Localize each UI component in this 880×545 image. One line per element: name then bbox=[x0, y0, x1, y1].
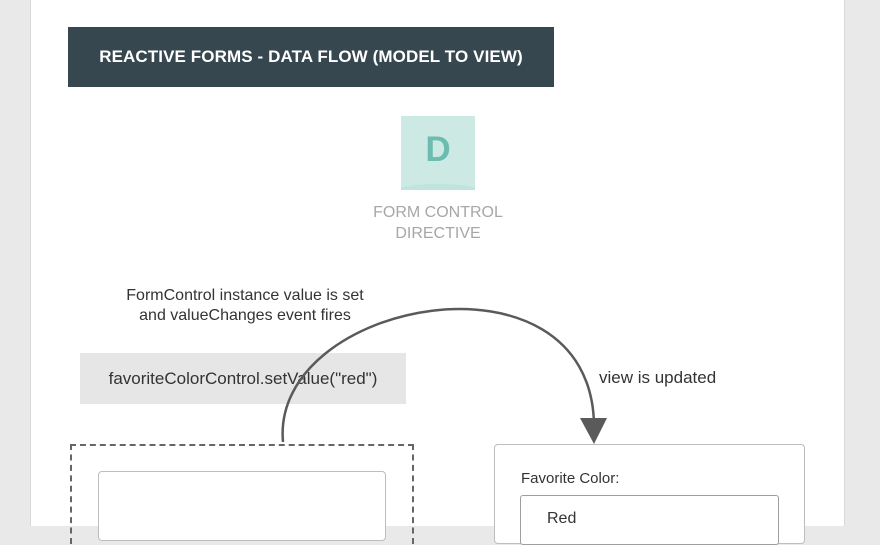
diagram-title-text: REACTIVE FORMS - DATA FLOW (MODEL TO VIE… bbox=[99, 47, 523, 66]
favorite-color-input[interactable]: Red bbox=[520, 495, 779, 545]
view-updated-annotation: view is updated bbox=[599, 368, 717, 387]
directive-label-line1: FORM CONTROL bbox=[373, 204, 503, 221]
directive-letter: D bbox=[425, 130, 451, 169]
directive-label: FORM CONTROL DIRECTIVE bbox=[338, 202, 538, 244]
form-control-directive-icon: D bbox=[401, 116, 475, 190]
model-annotation-line2: and valueChanges event fires bbox=[139, 307, 351, 324]
directive-label-line2: DIRECTIVE bbox=[395, 225, 481, 242]
form-control-instance-frame bbox=[70, 444, 414, 544]
set-value-code: favoriteColorControl.setValue("red") bbox=[108, 368, 378, 388]
favorite-color-label: Favorite Color: bbox=[521, 470, 620, 487]
set-value-code-chip: favoriteColorControl.setValue("red") bbox=[80, 353, 406, 404]
model-annotation: FormControl instance value is set and va… bbox=[90, 286, 400, 326]
favorite-color-value: Red bbox=[547, 510, 577, 527]
form-control-instance-box bbox=[98, 471, 386, 541]
diagram-title: REACTIVE FORMS - DATA FLOW (MODEL TO VIE… bbox=[68, 27, 554, 87]
model-annotation-line1: FormControl instance value is set bbox=[126, 287, 364, 304]
